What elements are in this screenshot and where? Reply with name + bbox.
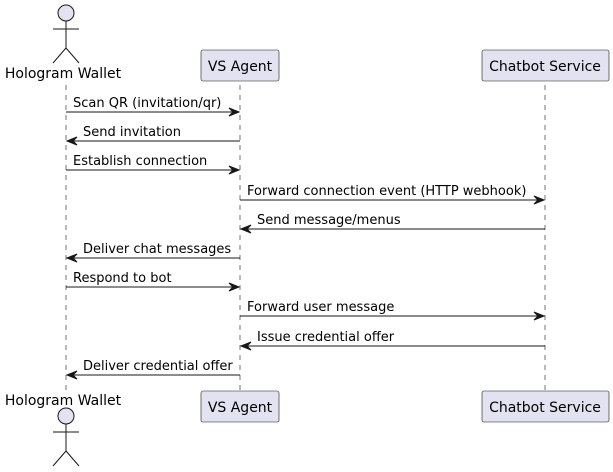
message-arrow: Scan QR (invitation/qr) (66, 96, 241, 117)
message-arrow: Deliver chat messages (65, 242, 240, 263)
message-arrow: Issue credential offer (239, 330, 545, 351)
message-arrow: Forward user message (240, 300, 546, 321)
arrowhead-icon (239, 224, 252, 234)
message-label: Forward user message (247, 300, 394, 315)
participant-label: Chatbot Service (489, 400, 601, 416)
message-label: Send message/menus (257, 213, 401, 228)
participant-box (481, 390, 610, 423)
message-label: Issue credential offer (257, 330, 395, 345)
message-label: Deliver credential offer (83, 359, 233, 374)
message-arrow: Deliver credential offer (65, 359, 240, 380)
message-label: Scan QR (invitation/qr) (73, 96, 221, 111)
message-arrow: Send invitation (65, 125, 240, 146)
message-label: Respond to bot (73, 271, 172, 286)
arrowhead-icon (533, 311, 546, 321)
message-label: Forward connection event (HTTP webhook) (247, 184, 526, 199)
participant-box (200, 390, 280, 423)
arrowhead-icon (65, 370, 78, 380)
arrowhead-icon (65, 253, 78, 263)
arrowhead-icon (533, 195, 546, 205)
arrowhead-icon (228, 282, 241, 292)
arrowhead-icon (228, 165, 241, 175)
message-arrow: Respond to bot (66, 271, 241, 292)
message-arrow: Forward connection event (HTTP webhook) (240, 184, 546, 205)
actor-icon (52, 407, 80, 467)
participant-vs-agent-bottom: VS Agent (200, 390, 280, 423)
message-arrow: Establish connection (66, 154, 241, 175)
participant-label: VS Agent (208, 59, 273, 75)
actor-icon (52, 4, 80, 64)
participant-chatbot-service-top: Chatbot Service (481, 49, 610, 82)
participant-label: Chatbot Service (489, 59, 601, 75)
participant-vs-agent-top: VS Agent (200, 49, 280, 82)
message-label: Deliver chat messages (83, 242, 231, 257)
lifelines (65, 85, 546, 392)
messages: Scan QR (invitation/qr) Send invitationEs… (65, 96, 546, 380)
message-label: Send invitation (83, 125, 181, 140)
message-label: Establish connection (73, 154, 207, 169)
arrowhead-icon (228, 107, 241, 117)
message-arrow: Send message/menus (239, 213, 545, 234)
participant-box (481, 49, 610, 82)
arrowhead-icon (65, 136, 78, 146)
participant-label: Hologram Wallet (5, 393, 122, 409)
arrowhead-icon (239, 341, 252, 351)
participant-box (200, 49, 280, 82)
participant-hologram-wallet-bottom: Hologram Wallet (5, 393, 122, 467)
participant-hologram-wallet-top: Hologram Wallet (5, 4, 122, 82)
participant-label: Hologram Wallet (5, 66, 122, 82)
participant-label: VS Agent (208, 400, 273, 416)
participant-chatbot-service-bottom: Chatbot Service (481, 390, 610, 423)
